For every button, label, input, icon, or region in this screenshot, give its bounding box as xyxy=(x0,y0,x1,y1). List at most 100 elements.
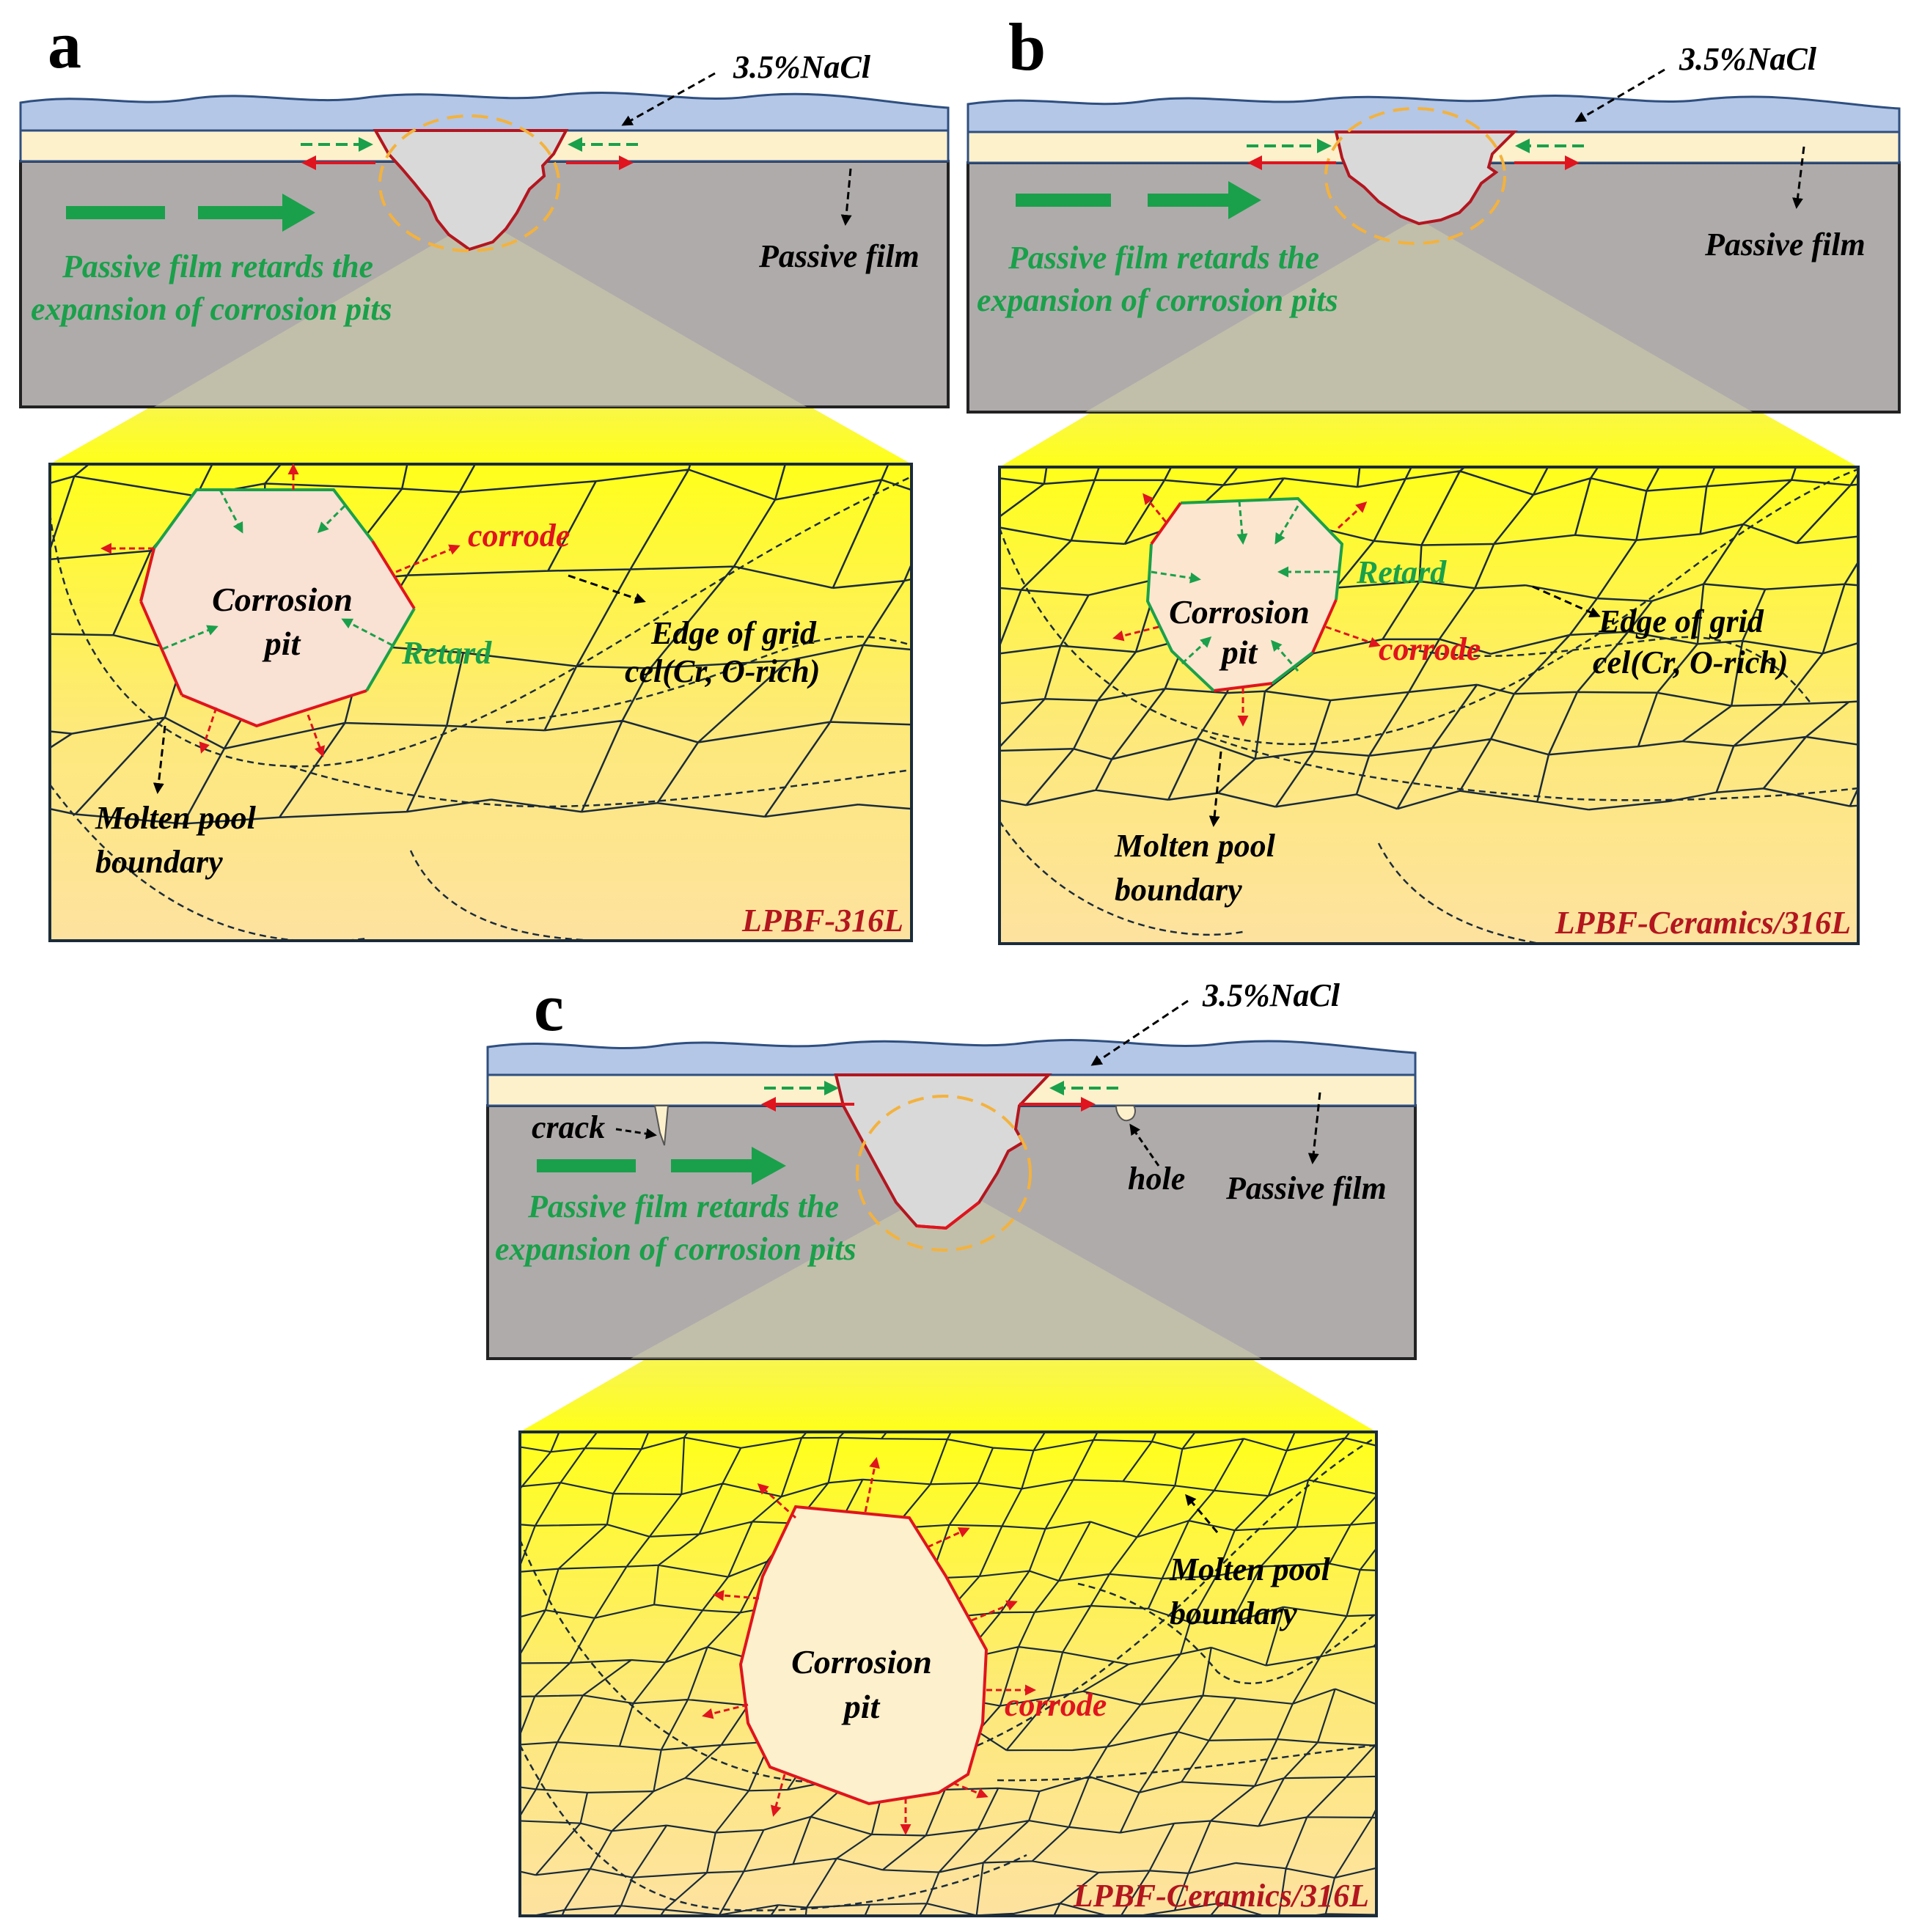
nacl-label-a: 3.5%NaCl xyxy=(733,49,871,85)
material-label-b: LPBF-Ceramics/316L xyxy=(1555,905,1851,941)
pool-label-c1: Molten pool xyxy=(1169,1551,1331,1587)
molten-pool-boundary-c2 xyxy=(997,1744,1376,1782)
nacl-leader-a xyxy=(621,72,716,126)
panel-label-a: a xyxy=(48,7,81,82)
pool-label-a1: Molten pool xyxy=(95,800,257,836)
green-bar-c xyxy=(537,1159,636,1172)
corrosion-pit-zoom-b xyxy=(1148,499,1342,691)
pit-boundary-green-a3 xyxy=(365,607,416,692)
passive-film-label-a: Passive film xyxy=(758,238,920,274)
passive-film-label-c: Passive film xyxy=(1225,1170,1387,1206)
panel-b: b 3.5%NaCl Passive film Passive film ret… xyxy=(966,10,1901,945)
pool-leader-c xyxy=(1185,1494,1219,1533)
pit-label-c2: pit xyxy=(841,1688,881,1725)
cone-over-metal-b xyxy=(1085,224,1753,412)
pit-label-a1: Corrosion xyxy=(212,581,353,618)
crack-c xyxy=(653,1105,670,1146)
pit-boundary-red-a1 xyxy=(371,540,416,610)
pool-label-b1: Molten pool xyxy=(1114,828,1276,864)
corrode-arrows-a xyxy=(100,463,461,757)
corrosion-pit-a xyxy=(373,129,569,251)
highlight-ellipse-b xyxy=(1324,107,1506,245)
molten-pool-boundary-a2 xyxy=(289,765,912,808)
molten-pool-boundary-c4 xyxy=(1077,1582,1376,1685)
nacl-label-b: 3.5%NaCl xyxy=(1679,41,1817,77)
molten-pool-boundary-a5 xyxy=(409,850,602,941)
edge-label-a2: cel(Cr, O-rich) xyxy=(625,653,820,689)
nacl-leader-c xyxy=(1090,999,1189,1066)
molten-pool-boundary-a1 xyxy=(50,475,912,768)
nacl-solution-a xyxy=(19,92,950,132)
molten-pool-boundary-b2 xyxy=(1209,735,1858,801)
passive-film-leader-a xyxy=(840,168,852,226)
pit-boundary-red-a3 xyxy=(139,548,155,602)
retard-arrows-a xyxy=(162,489,393,650)
pit-boundary-green-a2 xyxy=(139,600,183,696)
panel-label-c: c xyxy=(534,970,564,1045)
corrosion-pit-zoom-a xyxy=(141,490,414,726)
pit-boundary-b-green3 xyxy=(1145,543,1215,692)
cone-over-metal-c xyxy=(631,1189,1261,1359)
highlight-ellipse-c xyxy=(856,1095,1032,1252)
retard-text-a1: Passive film retards the xyxy=(62,249,373,284)
panel-c: c 3.5%NaCl Passive film crack hole Passi… xyxy=(486,970,1417,1917)
pit-boundary-b-green2 xyxy=(1271,651,1314,685)
corrode-arrows-b xyxy=(1112,493,1381,727)
corrode-arrows-c xyxy=(702,1457,1036,1835)
panel-a: a 3.5%NaCl Passive film Passive film ret… xyxy=(19,7,950,942)
retard-text-c2: expansion of corrosion pits xyxy=(495,1231,857,1267)
molten-pool-boundary-a4 xyxy=(505,636,912,724)
retard-text-b2: expansion of corrosion pits xyxy=(977,282,1338,318)
hole-c xyxy=(1115,1105,1136,1122)
cone-over-metal-a xyxy=(154,224,807,407)
retard-arrows-b xyxy=(1151,500,1339,672)
retard-text-a2: expansion of corrosion pits xyxy=(31,291,392,327)
molten-pool-boundary-b1 xyxy=(999,468,1858,746)
nacl-solution-b xyxy=(966,95,1901,133)
molten-pool-boundary-b5 xyxy=(1377,842,1541,944)
pit-label-b2: pit xyxy=(1219,633,1258,671)
crack-label-c: crack xyxy=(532,1109,605,1145)
pool-label-a2: boundary xyxy=(95,844,223,880)
pit-tip-red-c xyxy=(916,1201,980,1230)
edge-label-b2: cel(Cr, O-rich) xyxy=(1593,644,1788,680)
green-arrow-c xyxy=(671,1147,786,1185)
molten-pool-boundary-c1 xyxy=(520,1436,1376,1783)
edge-leader-b xyxy=(1532,585,1601,617)
edge-label-a1: Edge of grid xyxy=(650,615,817,651)
pool-leader-b xyxy=(1208,751,1222,827)
pit-boundary-red-a2 xyxy=(181,689,367,728)
highlight-ellipse-a xyxy=(378,114,560,252)
pit-label-b1: Corrosion xyxy=(1169,593,1310,631)
green-bar-a xyxy=(66,206,165,219)
panel-label-b: b xyxy=(1008,10,1046,84)
pit-boundary-b-red1 xyxy=(1311,599,1338,653)
retard-text-c1: Passive film retards the xyxy=(527,1189,839,1224)
pool-label-c2: boundary xyxy=(1170,1595,1297,1631)
molten-pool-boundary-b4 xyxy=(1407,636,1812,705)
material-label-a: LPBF-316L xyxy=(741,903,903,939)
nacl-solution-c xyxy=(486,1039,1417,1076)
corrosion-pit-zoom-c xyxy=(738,1505,988,1806)
pit-boundary-b-red3 xyxy=(1150,502,1182,546)
pit-boundary-b-red2 xyxy=(1213,682,1273,692)
pool-label-b2: boundary xyxy=(1115,872,1242,908)
green-arrow-b xyxy=(1148,181,1261,219)
nacl-leader-b xyxy=(1574,68,1665,122)
nacl-label-c: 3.5%NaCl xyxy=(1202,977,1340,1013)
pit-label-c1: Corrosion xyxy=(791,1643,932,1681)
passive-film-label-b: Passive film xyxy=(1704,227,1866,262)
corrosion-pit-b xyxy=(1334,131,1518,226)
retard-label-b: Retard xyxy=(1356,554,1447,590)
crack-leader-c xyxy=(615,1128,657,1139)
molten-pool-boundary-c3 xyxy=(520,1744,1027,1911)
retard-text-b1: Passive film retards the xyxy=(1008,240,1319,276)
edge-label-b1: Edge of grid xyxy=(1598,603,1764,639)
corrode-label-a: corrode xyxy=(468,518,570,554)
molten-pool-boundary-b3 xyxy=(999,820,1247,936)
green-arrow-a xyxy=(198,194,315,232)
passive-film-leader-b xyxy=(1792,146,1805,209)
pit-label-a2: pit xyxy=(262,625,301,662)
hole-leader-c xyxy=(1129,1123,1160,1167)
